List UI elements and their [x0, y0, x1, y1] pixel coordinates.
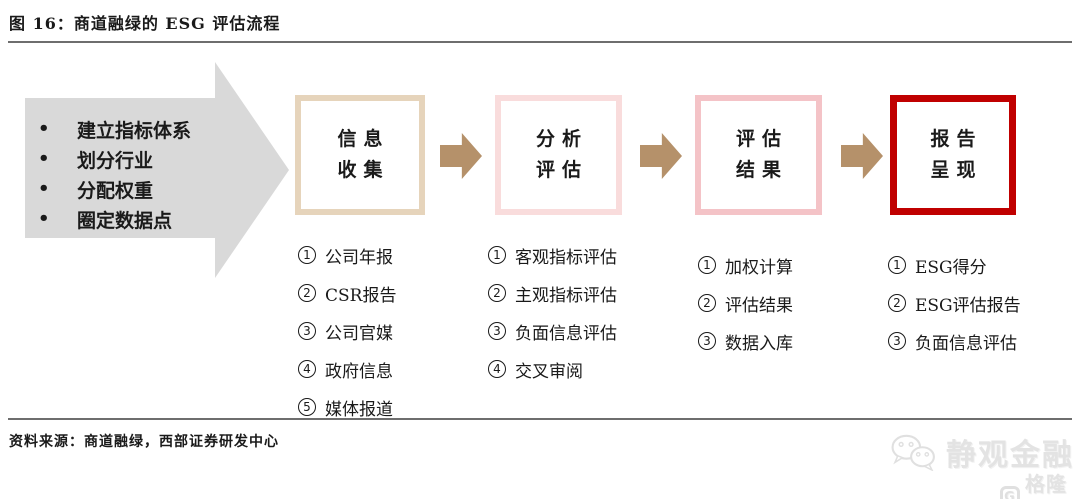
preparation-item-label: 分配权重 — [77, 179, 154, 202]
circled-number-icon: 3 — [298, 322, 316, 340]
circled-number-icon: 2 — [888, 294, 906, 312]
preparation-item-label: 建立指标体系 — [77, 119, 192, 142]
list-item: 2 主观指标评估 — [488, 274, 617, 312]
list-item-label: 加权计算 — [725, 257, 793, 278]
list-item-label: 公司官媒 — [325, 323, 393, 344]
circled-number-icon: 2 — [298, 284, 316, 302]
list-item-label: ESG得分 — [915, 257, 987, 278]
preparation-item: • 建立指标体系 — [38, 114, 191, 144]
gelonghui-icon: G — [1000, 486, 1020, 499]
preparation-item: • 分配权重 — [38, 174, 191, 204]
list-item: 2 评估结果 — [698, 284, 793, 322]
list-item-label: 负面信息评估 — [915, 333, 1017, 354]
wechat-icon — [891, 434, 935, 471]
watermark-secondary-label: 格隆汇 — [1024, 472, 1067, 496]
circled-number-icon: 2 — [698, 294, 716, 312]
list-item-label: 政府信息 — [325, 361, 393, 382]
list-item-label: 媒体报道 — [325, 399, 393, 420]
title-divider — [8, 41, 1072, 43]
list-item-label: 公司年报 — [325, 247, 393, 268]
watermark-gelonghui: G 格隆汇 — [1000, 468, 1080, 499]
list-item-label: 数据入库 — [725, 333, 793, 354]
circled-number-icon: 1 — [698, 256, 716, 274]
circled-number-icon: 2 — [488, 284, 506, 302]
list-item-label: CSR报告 — [325, 285, 397, 306]
circled-number-icon: 1 — [298, 246, 316, 264]
list-item-label: 负面信息评估 — [515, 323, 617, 344]
bullet-icon: • — [38, 118, 50, 139]
circled-number-icon: 1 — [488, 246, 506, 264]
source-divider — [8, 418, 1072, 420]
stage-list-evaluation-result: 1 加权计算 2 评估结果 3 数据入库 — [698, 246, 793, 360]
list-item-label: 评估结果 — [725, 295, 793, 316]
preparation-item: • 圈定数据点 — [38, 204, 191, 234]
bullet-icon: • — [38, 178, 50, 199]
list-item: 2 ESG评估报告 — [888, 284, 1021, 322]
stage-list-analysis-evaluation: 1 客观指标评估 2 主观指标评估 3 负面信息评估 4 交叉审阅 — [488, 236, 617, 388]
circled-number-icon: 4 — [488, 360, 506, 378]
stage-list-info-collection: 1 公司年报 2 CSR报告 3 公司官媒 4 政府信息 5 媒体报道 — [298, 236, 396, 426]
list-item: 4 交叉审阅 — [488, 350, 617, 388]
list-item-label: 主观指标评估 — [515, 285, 617, 306]
stage-title-line: 分析 — [535, 128, 588, 150]
stage-title-line: 报告 — [930, 128, 983, 150]
list-item: 1 公司年报 — [298, 236, 396, 274]
watermark-jingguan-jinrong: 静观金融 — [888, 430, 1074, 474]
list-item: 3 负面信息评估 — [488, 312, 617, 350]
stage-box-analysis-evaluation: 分析 评估 — [495, 95, 622, 215]
preparation-item: • 划分行业 — [38, 144, 191, 174]
preparation-item-label: 圈定数据点 — [77, 209, 173, 232]
list-item: 1 加权计算 — [698, 246, 793, 284]
stage-list-report-presentation: 1 ESG得分 2 ESG评估报告 3 负面信息评估 — [888, 246, 1021, 360]
stage-box-report-presentation: 报告 呈现 — [890, 95, 1016, 215]
right-arrow-icon — [440, 133, 482, 179]
list-item: 1 ESG得分 — [888, 246, 1021, 284]
circled-number-icon: 5 — [298, 398, 316, 416]
circled-number-icon: 3 — [488, 322, 506, 340]
bullet-icon: • — [38, 208, 50, 229]
circled-number-icon: 4 — [298, 360, 316, 378]
stage-box-info-collection: 信息 收集 — [295, 95, 425, 215]
stage-title-line: 评估 — [735, 128, 788, 150]
list-item: 2 CSR报告 — [298, 274, 396, 312]
circled-number-icon: 1 — [888, 256, 906, 274]
figure-title: 图 16：商道融绿的 ESG 评估流程 — [9, 14, 281, 33]
preparation-arrow-shape: • 建立指标体系 • 划分行业 • 分配权重 • 圈定数据点 — [25, 62, 289, 278]
stage-title-line: 结果 — [735, 159, 788, 181]
list-item: 3 负面信息评估 — [888, 322, 1021, 360]
preparation-item-label: 划分行业 — [77, 149, 154, 172]
list-item-label: ESG评估报告 — [915, 295, 1021, 316]
right-arrow-icon — [640, 133, 682, 179]
list-item-label: 客观指标评估 — [515, 247, 617, 268]
list-item: 3 公司官媒 — [298, 312, 396, 350]
list-item: 4 政府信息 — [298, 350, 396, 388]
circled-number-icon: 3 — [888, 332, 906, 350]
preparation-list: • 建立指标体系 • 划分行业 • 分配权重 • 圈定数据点 — [38, 114, 191, 234]
stage-title-line: 呈现 — [930, 159, 983, 181]
stage-title-line: 评估 — [535, 159, 588, 181]
stage-title-line: 信息 — [337, 128, 390, 150]
stage-box-evaluation-result: 评估 结果 — [695, 95, 822, 215]
watermark-primary-label: 静观金融 — [946, 438, 1074, 473]
list-item: 5 媒体报道 — [298, 388, 396, 426]
list-item-label: 交叉审阅 — [515, 361, 583, 382]
source-note: 资料来源：商道融绿，西部证券研发中心 — [9, 434, 279, 450]
list-item: 3 数据入库 — [698, 322, 793, 360]
circled-number-icon: 3 — [698, 332, 716, 350]
list-item: 1 客观指标评估 — [488, 236, 617, 274]
stage-title-line: 收集 — [337, 159, 390, 181]
bullet-icon: • — [38, 148, 50, 169]
right-arrow-icon — [841, 133, 883, 179]
